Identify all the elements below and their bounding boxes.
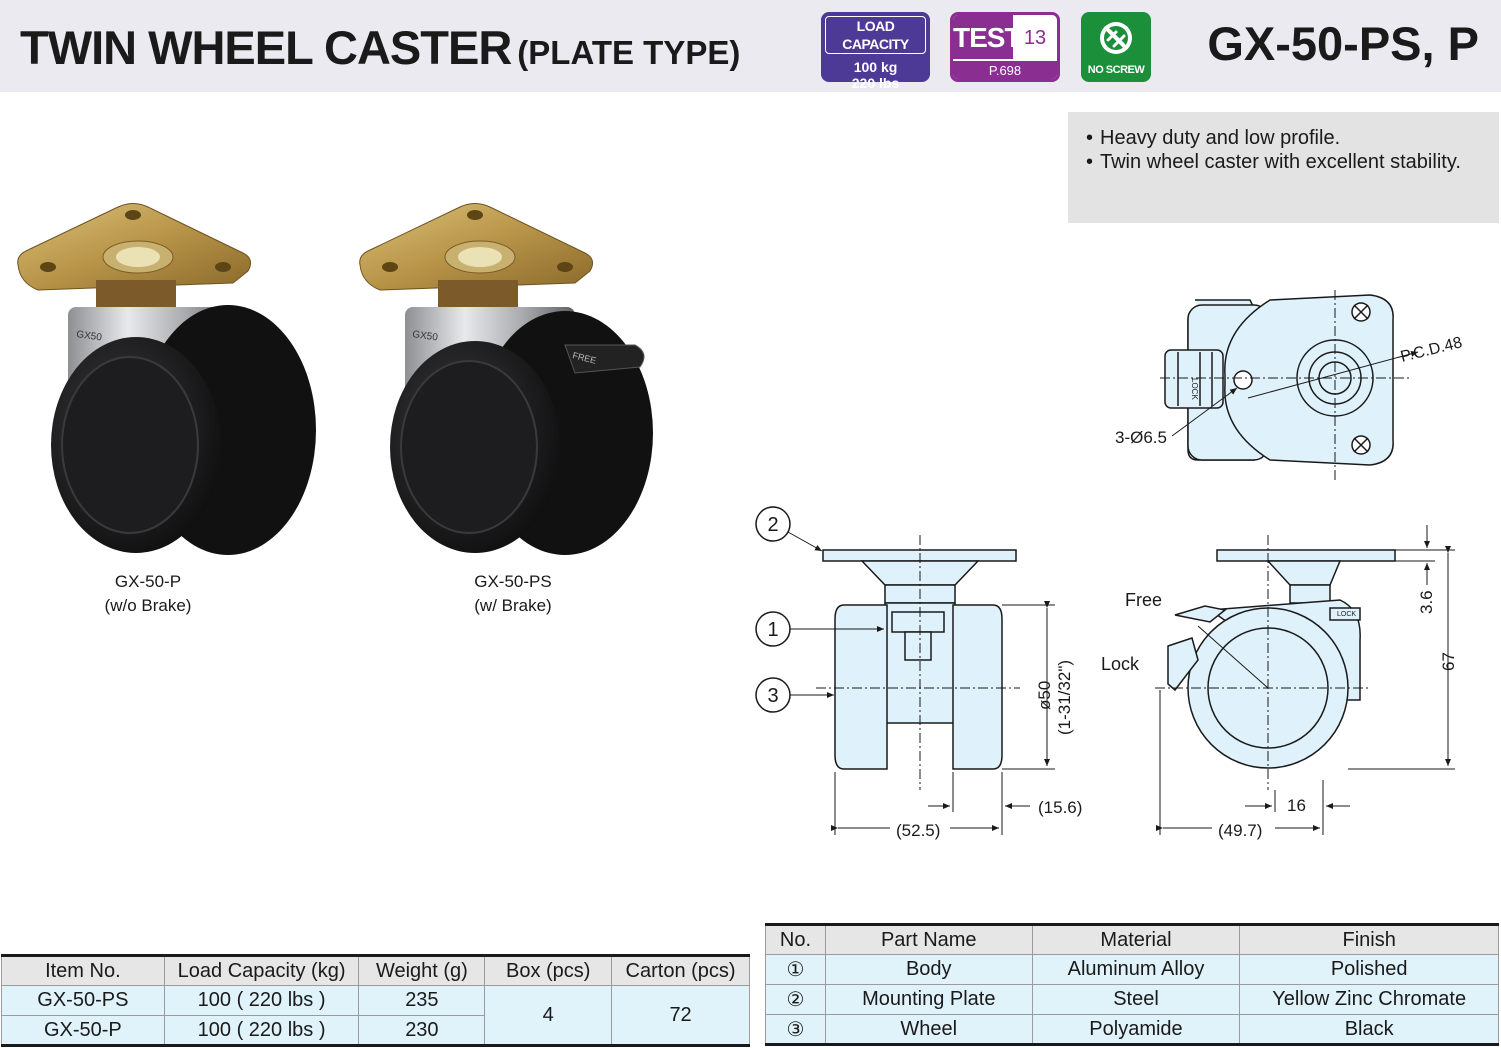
cell-material: Steel — [1031, 984, 1241, 1015]
cell-load: 100 ( 220 lbs ) — [163, 1015, 360, 1046]
table-row: GX-50-PS 100 ( 220 lbs ) 235 4 72 — [1, 985, 750, 1046]
cell-load: 100 ( 220 lbs ) — [163, 985, 360, 1016]
col-material: Material — [1031, 924, 1241, 955]
body-marking: GX50 — [76, 329, 103, 344]
load-capacity-kg: 100 kg — [853, 59, 898, 75]
cell-finish: Black — [1239, 1014, 1499, 1045]
feature-item: Twin wheel caster with excellent stabili… — [1086, 150, 1499, 174]
cell-material: Polyamide — [1031, 1014, 1241, 1045]
front-offset: (15.6) — [1038, 798, 1082, 817]
col-box: Box (pcs) — [484, 955, 613, 986]
wheel-diameter-inch: (1-31/32") — [1055, 660, 1074, 735]
lock-marking: LOCK — [1190, 378, 1199, 400]
cell-part-name: Wheel — [824, 1014, 1033, 1045]
caption-note: (w/o Brake) — [104, 596, 192, 615]
plate-thickness: 3.6 — [1417, 590, 1436, 614]
spec-header-row: Item No. Load Capacity (kg) Weight (g) B… — [1, 955, 750, 986]
parts-table: No. Part Name Material Finish ① Body Alu… — [765, 923, 1499, 1046]
page-title: TWIN WHEEL CASTER(PLATE TYPE) — [20, 20, 740, 75]
swivel-offset: 16 — [1287, 796, 1306, 815]
cell-finish: Yellow Zinc Chromate — [1239, 984, 1499, 1015]
callout-3: 3 — [755, 677, 834, 713]
svg-text:2: 2 — [767, 514, 778, 536]
parts-header-row: No. Part Name Material Finish — [765, 924, 1499, 955]
test-badge: TEST 13 P.698 — [950, 12, 1060, 82]
col-item-no: Item No. — [1, 955, 165, 986]
no-screw-badge: NO SCREW — [1081, 12, 1151, 82]
col-finish: Finish — [1239, 924, 1499, 955]
col-no: No. — [765, 924, 826, 955]
top-view — [1164, 294, 1394, 466]
caption-model: GX-50-P — [114, 572, 182, 591]
col-load-capacity: Load Capacity (kg) — [163, 955, 360, 986]
caster-photo-gx-50-p: GX50 — [17, 203, 316, 555]
test-number: 13 — [1023, 27, 1047, 49]
callout-1: 1 — [755, 611, 884, 647]
front-width: (52.5) — [896, 821, 940, 840]
load-capacity-lbs: 220 lbs — [851, 75, 900, 91]
cell-part-name: Mounting Plate — [824, 984, 1033, 1015]
title-sub: (PLATE TYPE) — [517, 34, 741, 71]
header-band: TWIN WHEEL CASTER(PLATE TYPE) LOAD CAPAC… — [0, 0, 1501, 92]
col-carton: Carton (pcs) — [611, 955, 750, 986]
test-page: P.698 — [953, 59, 1057, 79]
cell-weight: 235 — [358, 985, 486, 1016]
side-lock-marking: LOCK — [1337, 611, 1356, 618]
load-capacity-label: LOAD CAPACITY — [825, 16, 926, 54]
model-number: GX-50-PS, P — [1207, 17, 1479, 70]
table-row: GX-50-P 100 ( 220 lbs ) 230 — [1, 1015, 750, 1046]
svg-text:1: 1 — [767, 619, 778, 641]
col-weight: Weight (g) — [358, 955, 486, 986]
title-main: TWIN WHEEL CASTER — [20, 21, 512, 74]
photo-caption-gx-50-ps: GX-50-PS (w/ Brake) — [413, 570, 613, 618]
body-marking: GX50 — [412, 329, 439, 344]
no-screw-label: NO SCREW — [1087, 64, 1145, 76]
photo-caption-gx-50-p: GX-50-P (w/o Brake) — [48, 570, 248, 618]
table-row: ① Body Aluminum Alloy Polished — [765, 954, 1499, 985]
col-part-name: Part Name — [824, 924, 1033, 955]
cell-item-no: GX-50-PS — [1, 985, 165, 1016]
technical-drawing: P.C.D.48 LOCK 3-Ø6.5 2 1 3 — [755, 290, 1464, 840]
caster-photo-gx-50-ps: GX50 FREE — [359, 203, 653, 555]
no-screw-icon — [1100, 22, 1132, 54]
free-label: Free — [1125, 590, 1162, 610]
pcd-label: P.C.D.48 — [1399, 334, 1464, 366]
table-row: ③ Wheel Polyamide Black — [765, 1014, 1499, 1045]
load-capacity-badge: LOAD CAPACITY 100 kg 220 lbs — [821, 12, 930, 91]
overall-height: 67 — [1439, 652, 1458, 671]
feature-list: Heavy duty and low profile. Twin wheel c… — [1068, 112, 1499, 223]
callout-2: 2 — [755, 506, 823, 552]
cell-material: Aluminum Alloy — [1031, 954, 1241, 985]
lock-label: Lock — [1101, 654, 1140, 674]
cell-weight: 230 — [358, 1015, 486, 1046]
test-label: TEST — [953, 15, 1022, 61]
wheel-diameter: ø50 — [1035, 681, 1054, 710]
table-row: ② Mounting Plate Steel Yellow Zinc Chrom… — [765, 984, 1499, 1015]
spec-table: Item No. Load Capacity (kg) Weight (g) B… — [1, 954, 750, 1047]
holes-label: 3-Ø6.5 — [1115, 428, 1167, 447]
cell-box: 4 — [484, 985, 613, 1046]
svg-text:3: 3 — [767, 685, 778, 707]
cell-no: ① — [765, 954, 826, 985]
cell-carton: 72 — [611, 985, 750, 1046]
cell-item-no: GX-50-P — [1, 1015, 165, 1046]
cell-part-name: Body — [824, 954, 1033, 985]
caption-note: (w/ Brake) — [474, 596, 552, 615]
caption-model: GX-50-PS — [474, 572, 552, 591]
cell-no: ③ — [765, 1014, 826, 1045]
cell-no: ② — [765, 984, 826, 1015]
side-view — [1167, 549, 1396, 769]
side-depth: (49.7) — [1218, 821, 1262, 840]
feature-item: Heavy duty and low profile. — [1086, 126, 1499, 150]
cell-finish: Polished — [1239, 954, 1499, 985]
